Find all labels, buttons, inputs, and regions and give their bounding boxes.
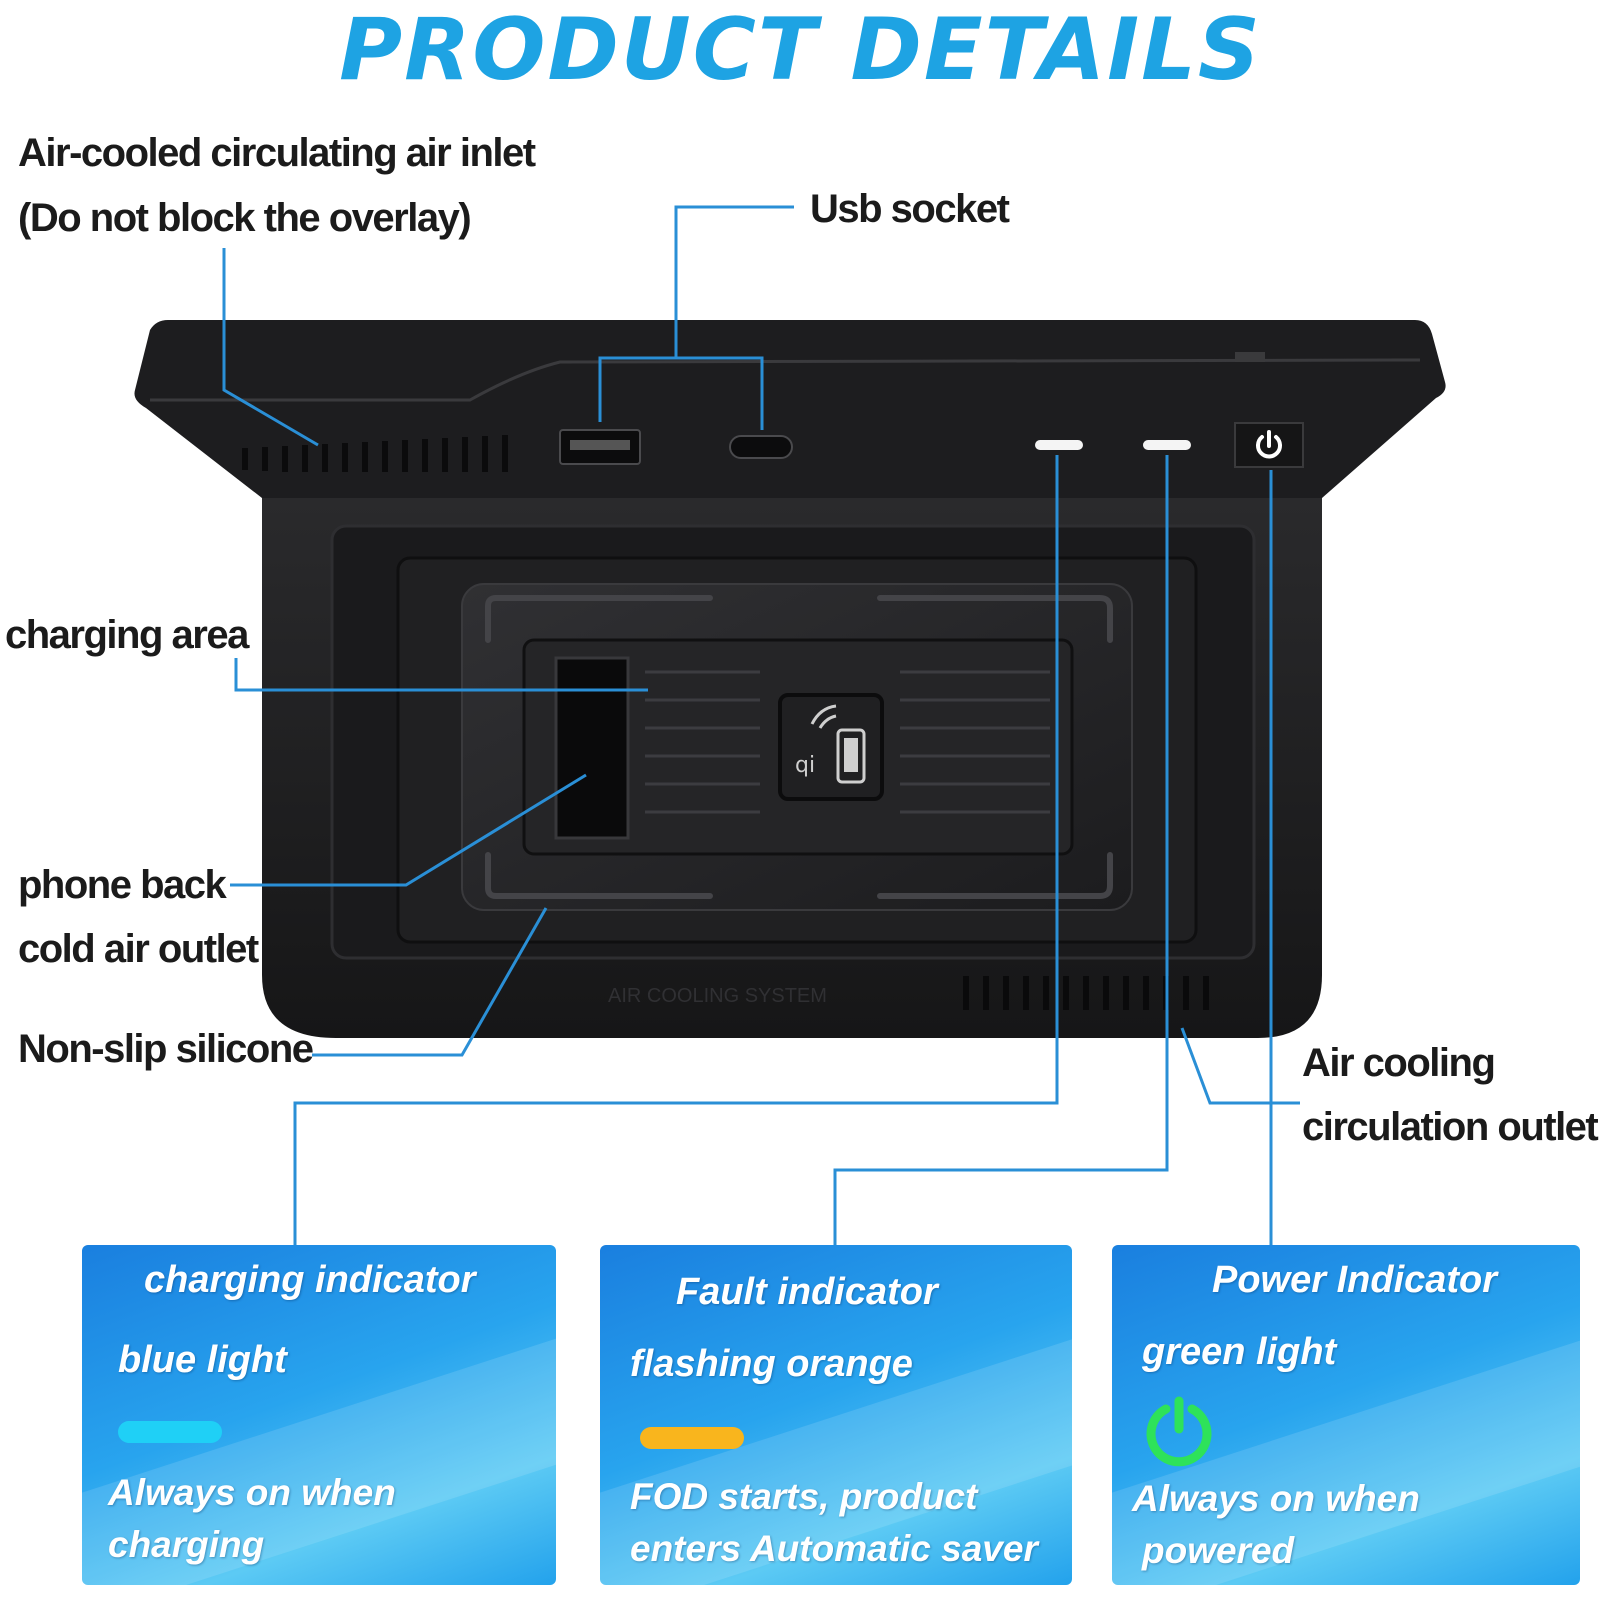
orange-light-swatch <box>640 1427 744 1449</box>
card-desc-line1: Always on when <box>1132 1478 1420 1519</box>
card-desc-line1: Always on when <box>108 1472 396 1513</box>
label-usb-socket: Usb socket <box>810 187 1010 231</box>
card-light: flashing orange <box>630 1343 913 1385</box>
callout-line-charging-indicator <box>293 455 1059 1245</box>
label-air-outlet-line2: circulation outlet <box>1302 1105 1599 1149</box>
card-fault-indicator: Fault indicator flashing orange FOD star… <box>600 1245 1072 1585</box>
device-lid <box>134 320 1446 498</box>
usb-c-port <box>729 435 793 459</box>
card-desc-line2: enters Automatic saver <box>630 1528 1038 1569</box>
svg-text:qi: qi <box>795 753 815 778</box>
blue-light-swatch <box>118 1421 222 1443</box>
card-light: blue light <box>118 1339 287 1381</box>
card-desc-line1: FOD starts, product <box>630 1476 978 1517</box>
device-led-charging <box>1035 440 1083 450</box>
label-air-outlet-line1: Air cooling <box>1302 1041 1496 1085</box>
power-icon <box>1146 1396 1212 1467</box>
embossed-text: AIR COOLING SYSTEM <box>608 985 827 1007</box>
device-led-fault <box>1143 440 1191 450</box>
card-title: Power Indicator <box>1212 1259 1498 1301</box>
card-desc-line2: charging <box>108 1524 265 1565</box>
label-charging-area: charging area <box>5 613 249 657</box>
callout-line-phone-back <box>230 773 587 887</box>
callout-line-fault-indicator <box>833 455 1169 1245</box>
air-inlet-vents <box>242 435 508 472</box>
card-power-indicator: Power Indicator green light Always on wh… <box>1112 1245 1580 1585</box>
callout-line-usb <box>674 205 794 358</box>
label-non-slip-silicone: Non-slip silicone <box>18 1027 314 1071</box>
callout-line-air-inlet <box>222 248 319 447</box>
device-power-button <box>1234 422 1304 468</box>
qi-wireless-icon: qi <box>778 693 884 801</box>
callout-line-charging-area <box>234 658 648 692</box>
label-air-inlet-line1: Air-cooled circulating air inlet <box>18 131 536 175</box>
card-charging-indicator: charging indicator blue light Always on … <box>82 1245 556 1585</box>
label-air-inlet-line2: (Do not block the overlay) <box>18 196 472 240</box>
label-phone-back-line1: phone back <box>18 863 227 907</box>
card-title: charging indicator <box>144 1259 476 1301</box>
phone-back-air-outlet <box>554 656 630 840</box>
page-title: PRODUCT DETAILS <box>339 0 1262 100</box>
card-light: green light <box>1142 1331 1337 1373</box>
callout-line-air-outlet <box>1180 1027 1300 1105</box>
card-desc-line2: powered <box>1142 1530 1295 1571</box>
label-phone-back-line2: cold air outlet <box>18 927 259 971</box>
card-title: Fault indicator <box>676 1271 938 1313</box>
callout-line-non-slip <box>312 907 548 1057</box>
